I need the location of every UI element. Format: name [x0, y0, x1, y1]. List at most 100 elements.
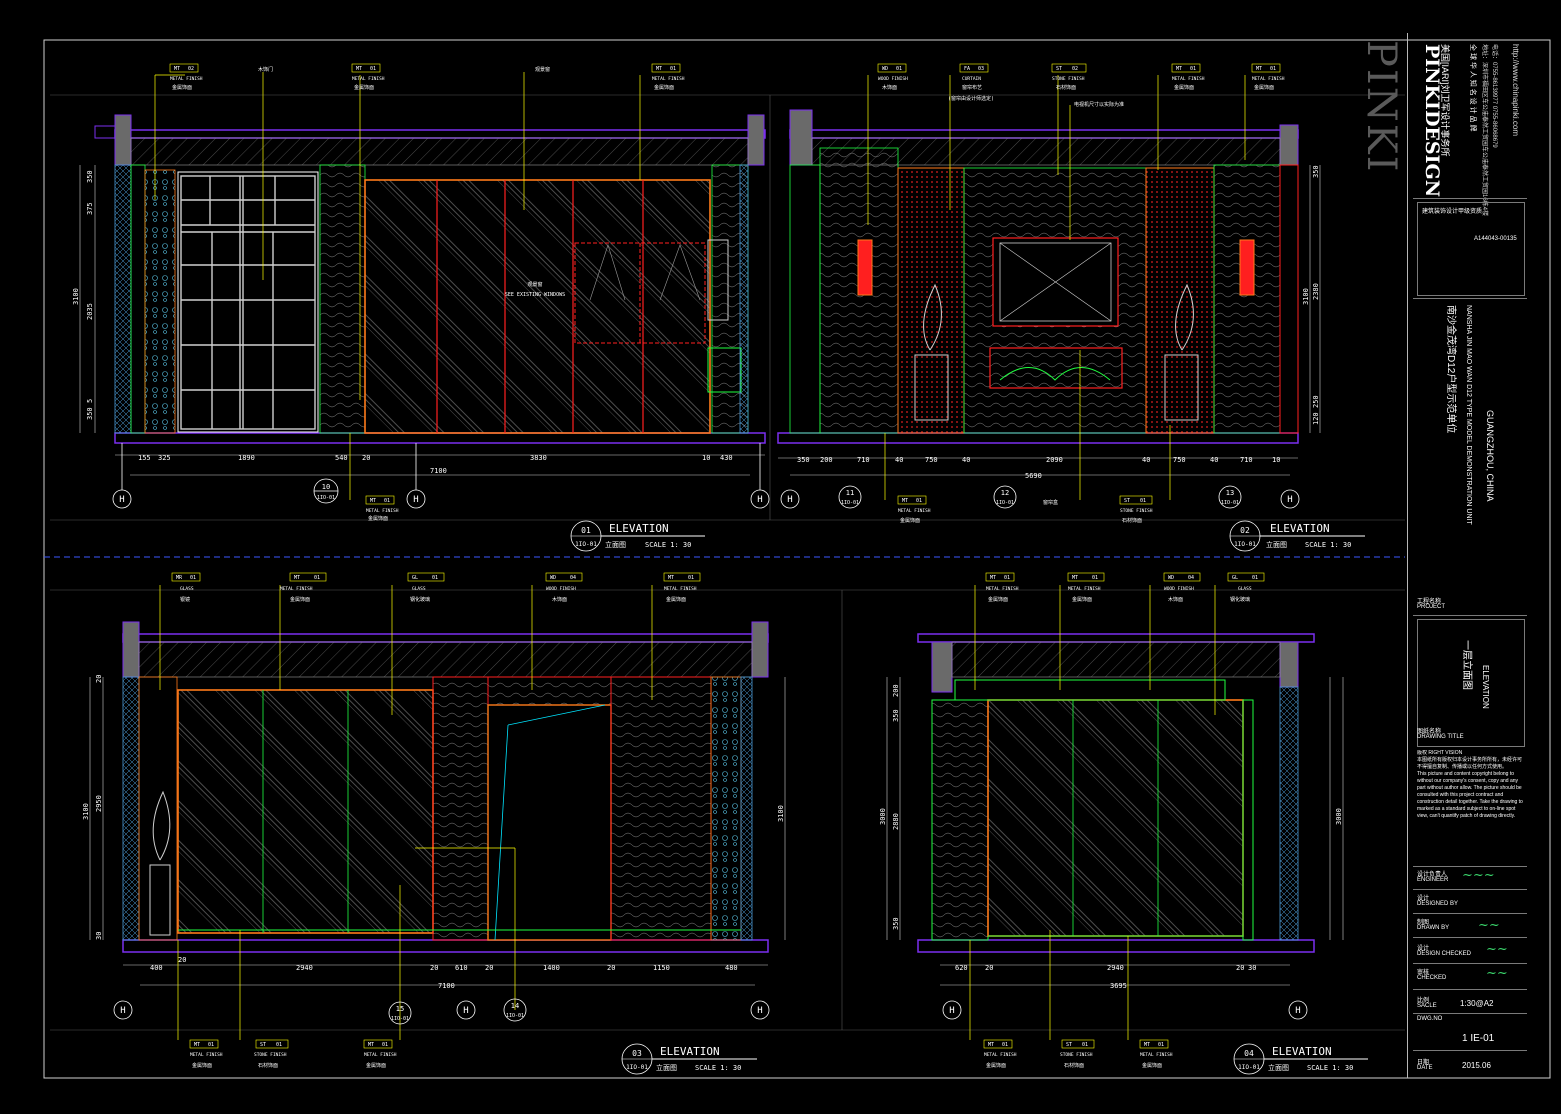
project-cn: 南沙金茂湾D12户型示范单位 — [1445, 305, 1456, 434]
tag-gl01-v4: GL 01 GLASS 钢化玻璃 — [1227, 572, 1265, 603]
tag-cn: 金属饰面 — [172, 84, 192, 91]
tag-code: MT — [356, 66, 362, 72]
dim: 430 — [720, 454, 733, 462]
view-scale: SCALE 1: 30 — [645, 541, 691, 549]
tag-no: 01 — [1004, 575, 1010, 581]
dim: 40 — [962, 456, 970, 464]
dim: 20 — [485, 964, 493, 972]
date-value: 2015.06 — [1462, 1061, 1491, 1070]
tag-code: WD — [882, 66, 888, 72]
dim: 750 — [925, 456, 938, 464]
dim: 350 — [797, 456, 810, 464]
date-label-en: DATE — [1417, 1065, 1433, 1071]
door-note: 木饰门 — [258, 66, 273, 73]
design-checked-label-en: DESIGN CHECKED — [1417, 951, 1472, 957]
view-cn: 立面图 — [1266, 540, 1287, 549]
dim: 2035 — [86, 303, 94, 320]
tag-en: METAL FINISH — [652, 76, 685, 82]
section-num: 13 — [1226, 489, 1234, 497]
scale-value: 1:30@A2 — [1460, 999, 1494, 1008]
dim: 1150 — [653, 964, 670, 972]
tag-code: MT — [294, 575, 300, 581]
tag-code: WD — [1168, 575, 1174, 581]
axis-label: H — [757, 1006, 762, 1016]
tag-en: CURTAIN — [962, 76, 981, 82]
tag-no: 01 — [1092, 575, 1098, 581]
dim: 710 — [857, 456, 870, 464]
tag-cn: 石材饰面 — [1122, 517, 1142, 524]
dim: 350 — [892, 917, 900, 930]
checked-signature: ~~ — [1486, 966, 1508, 981]
dim: 200 — [820, 456, 833, 464]
tag-cn: 木饰面 — [552, 596, 567, 603]
curtain-box-note: 窗帘盒 — [1043, 499, 1058, 506]
dim: 2950 — [95, 795, 103, 812]
section-ref: 1IO-01 — [996, 500, 1014, 506]
cert-label: 建筑装饰设计甲级资质 — [1422, 209, 1483, 215]
tag-no: 01 — [1252, 575, 1258, 581]
tag-no: 01 — [1158, 1042, 1164, 1048]
tag-en: METAL FINISH — [984, 1052, 1017, 1058]
tag-fa03: FA 03 CURTAIN 窗帘布艺 (窗帘由设计师选定) — [948, 63, 994, 102]
tag-en: WOOD FINISH — [1164, 586, 1194, 592]
tag-st01-v4: ST 01 STONE FINISH 石材饰面 — [1060, 1039, 1095, 1069]
view-title: ELEVATION — [1270, 522, 1330, 535]
view-num: 01 — [581, 526, 591, 535]
tag-wd04-v3: WD 04 WOOD FINISH 木饰面 — [545, 572, 583, 603]
tag-code: MT — [194, 1042, 200, 1048]
elevation-03-dims: 400 20 2940 20 610 20 1400 20 1150 480 7… — [150, 956, 738, 990]
dim: 2090 — [1046, 456, 1063, 464]
view-title-04: 04 1IO-01 ELEVATION 立面图 SCALE 1: 30 — [1233, 1043, 1368, 1075]
tag-cn: 金属饰面 — [900, 517, 920, 524]
dim: 2940 — [296, 964, 313, 972]
axis-label: H — [120, 1006, 125, 1016]
section-ref: 1IO-01 — [391, 1016, 409, 1022]
drawn-label-cn: 制图 — [1417, 920, 1430, 926]
dim: 30 — [1248, 964, 1256, 972]
tag-en: METAL FINISH — [364, 1052, 397, 1058]
tag-no: 01 — [1270, 66, 1276, 72]
tag-cn: 窗帘布艺 — [962, 84, 982, 91]
tag-no: 01 — [670, 66, 676, 72]
tag-mt01-v2a: MT 01 METAL FINISH 金属饰面 — [1171, 63, 1205, 91]
dim-total: 3695 — [1110, 982, 1127, 990]
tag-no: 01 — [370, 66, 376, 72]
dim: 540 — [335, 454, 348, 462]
firm-name-cn: 美国[IARI]刘卫军设计事务所 — [1440, 44, 1450, 157]
designed-label-en: DESIGNED BY — [1417, 901, 1459, 907]
dim: 620 — [955, 964, 968, 972]
dwg-label-en: DWG.NO — [1417, 1016, 1443, 1022]
tag-cn: 石材饰面 — [1064, 1062, 1084, 1069]
tag-gl01-v3: GL 01 GLASS 钢化玻璃 — [407, 572, 445, 603]
tag-no: 01 — [1002, 1042, 1008, 1048]
view-title-03: 03 1IO-01 ELEVATION 立面图 SCALE 1: 30 — [621, 1043, 757, 1075]
tag-no: 01 — [208, 1042, 214, 1048]
dwg-number: 1 IE-01 — [1462, 1033, 1495, 1044]
dim: 40 — [1210, 456, 1218, 464]
window-note: 观景窗 — [535, 66, 550, 73]
dim: 3830 — [530, 454, 547, 462]
tag-code: WD — [550, 575, 556, 581]
drawing-title-label-cn: 图纸名称 — [1417, 729, 1442, 735]
dim: 30 — [95, 932, 103, 940]
tag-en: METAL FINISH — [664, 586, 697, 592]
copyright-en: This picture and content copyright belon… — [1417, 771, 1523, 819]
tag-code: ST — [1124, 498, 1130, 504]
tag-cn: 金属饰面 — [1142, 1062, 1162, 1069]
firm-slogan: 全 球 华 人 知 名 设 计 品 牌 — [1469, 44, 1476, 132]
view-num: 03 — [632, 1049, 642, 1058]
tag-note: (窗帘由设计师选定) — [948, 95, 994, 102]
tag-no: 01 — [190, 575, 196, 581]
tag-en: STONE FINISH — [1052, 76, 1085, 82]
tag-code: MT — [368, 1042, 374, 1048]
dim: 20 — [607, 964, 615, 972]
dim: 375 — [86, 202, 94, 215]
tag-cn: 金属饰面 — [986, 1062, 1006, 1069]
tag-en: METAL FINISH — [170, 76, 203, 82]
section-ref: 1IO-01 — [841, 500, 859, 506]
dim: 5 — [86, 399, 94, 403]
tag-cn: 石材饰面 — [258, 1062, 278, 1069]
tag-code: MT — [902, 498, 908, 504]
tag-no: 01 — [382, 1042, 388, 1048]
drawn-label-en: DRAWN BY — [1417, 925, 1450, 931]
